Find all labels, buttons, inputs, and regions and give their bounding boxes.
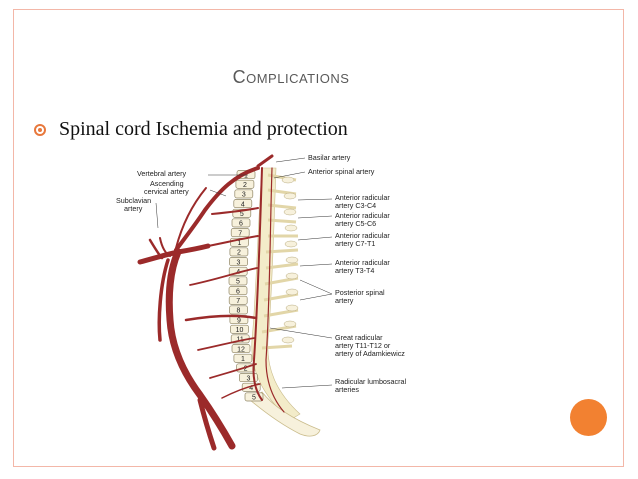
vertebra-number: 3 <box>237 259 241 266</box>
vertebra-body <box>228 295 248 305</box>
aorta-branch <box>157 258 170 342</box>
label-basilar: Basilar artery <box>308 153 351 162</box>
slide-border <box>13 9 624 467</box>
accent-dot <box>570 399 607 436</box>
label-ar-c7t1-2: artery C7-T1 <box>335 239 375 248</box>
posterior-spinal-artery <box>265 167 285 413</box>
basilar-artery <box>256 154 274 168</box>
label-radicular-1: Radicular lumbosacral <box>335 377 407 386</box>
vertebra-number: 1 <box>244 172 248 179</box>
vertebra-body <box>233 199 253 209</box>
transverse-processes <box>281 176 299 344</box>
nerve-roots <box>261 173 299 350</box>
label-ar-c5c6-1: Anterior radicular <box>335 211 390 220</box>
vertebra-number: 2 <box>237 250 241 257</box>
sacrum <box>249 391 321 437</box>
label-subclavian-1: Subclavian <box>116 196 151 205</box>
vertebra-number: 12 <box>237 346 245 353</box>
label-ar-t3t4-1: Anterior radicular <box>335 258 390 267</box>
vertebra-body <box>229 257 248 267</box>
label-ar-c3c4-2: artery C3-C4 <box>335 201 376 210</box>
vertebra-number: 4 <box>241 201 245 208</box>
ascending-cervical-artery <box>175 187 207 249</box>
vertebra-number: 6 <box>239 221 243 228</box>
vertebra-number: 2 <box>244 366 248 373</box>
vertebra-body <box>230 228 250 238</box>
label-ascending-1: Ascending <box>150 179 184 188</box>
bullet-item: Spinal cord Ischemia and protection <box>34 118 348 141</box>
iliac-branch <box>197 397 217 451</box>
title-rest: OMPLICATIONS <box>246 71 350 86</box>
vertebra-number: 5 <box>240 211 244 218</box>
label-posterior-spinal-1: Posterior spinal <box>335 288 385 297</box>
label-anterior-spinal: Anterior spinal artery <box>308 167 375 176</box>
vertebra-body <box>231 344 251 354</box>
vertebra-number: 6 <box>236 288 240 295</box>
label-ascending-2: cervical artery <box>144 187 189 196</box>
vertebra-number: 5 <box>252 395 256 402</box>
vertebra-body <box>228 286 248 296</box>
label-ar-c3c4-1: Anterior radicular <box>335 193 390 202</box>
vertebra-body <box>234 189 254 199</box>
label-great-2: artery T11-T12 or <box>335 341 391 350</box>
vertebral-artery <box>174 166 260 252</box>
vertebra-number: 9 <box>237 317 241 324</box>
aorta <box>165 248 236 450</box>
label-great-3: artery of Adamkiewicz <box>335 349 405 358</box>
label-subclavian-2: artery <box>124 204 143 213</box>
bullet-icon <box>34 123 46 136</box>
label-radicular-2: arteries <box>335 385 359 394</box>
anterior-spinal-artery <box>252 167 263 401</box>
vertebra-body <box>228 276 248 286</box>
vertebra-number: 1 <box>241 356 245 363</box>
vertebra-number: 8 <box>237 308 241 315</box>
subclavian-branch <box>148 238 164 260</box>
vertebra-number: 4 <box>249 385 253 392</box>
vertebra-body <box>229 247 249 257</box>
vertebra-number: 3 <box>242 192 246 199</box>
vertebra-body <box>229 305 248 315</box>
vertebra-number: 7 <box>238 230 242 237</box>
vertebra-number: 1 <box>238 240 242 247</box>
vertebra-body <box>231 218 251 228</box>
vertebra-number: 2 <box>243 182 247 189</box>
vertebra-number: 7 <box>236 298 240 305</box>
leader-lines <box>155 157 333 389</box>
vertebra-number: 3 <box>246 375 250 382</box>
arteries <box>137 154 285 451</box>
bullet-text: Spinal cord Ischemia and protection <box>59 118 348 140</box>
title-initial: C <box>232 67 247 87</box>
subclavian-branch-2 <box>159 237 171 257</box>
slide-title: COMPLICATIONS <box>0 67 582 88</box>
label-vertebral-artery: Vertebral artery <box>137 169 187 178</box>
vertebra-body <box>230 324 249 334</box>
vertebra-body <box>233 353 253 363</box>
vertebra-number: 10 <box>236 327 244 334</box>
vertebra-number: 5 <box>236 279 240 286</box>
label-posterior-spinal-2: artery <box>335 296 354 305</box>
label-ar-c7t1-1: Anterior radicular <box>335 231 390 240</box>
label-great-1: Great radicular <box>335 333 383 342</box>
vertebra-body <box>235 179 255 189</box>
label-ar-t3t4-2: artery T3-T4 <box>335 266 374 275</box>
label-ar-c5c6-2: artery C5-C6 <box>335 219 376 228</box>
